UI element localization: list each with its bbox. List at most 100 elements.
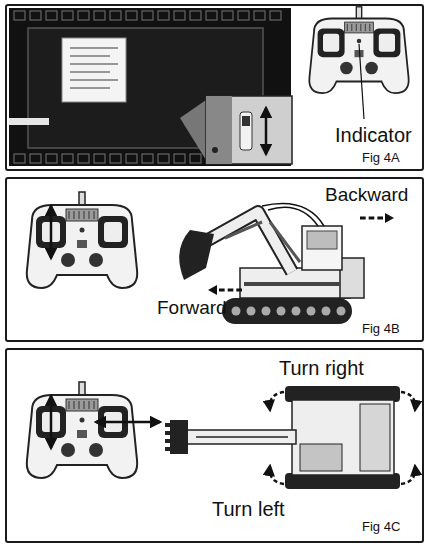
turn-arrow <box>401 466 415 484</box>
track-link <box>158 154 169 163</box>
counterweight <box>360 404 390 471</box>
road-wheel <box>232 307 241 316</box>
remote-controller <box>27 382 137 478</box>
road-wheel <box>322 307 331 316</box>
grille <box>345 22 374 33</box>
stick-housing <box>373 28 400 57</box>
indicator-led <box>80 228 85 233</box>
excavator-top-view <box>165 386 400 489</box>
track-link <box>94 11 105 20</box>
dash-mark <box>219 289 225 292</box>
bucket-tooth <box>165 423 171 427</box>
track-link <box>238 11 249 20</box>
track-link <box>222 11 233 20</box>
track-link <box>254 11 265 20</box>
controller-body <box>27 205 137 288</box>
stick-lever <box>323 34 339 52</box>
indicator-led <box>357 39 362 44</box>
battery-label-line <box>70 47 118 49</box>
turn-arrow <box>270 392 284 410</box>
grille <box>66 209 98 221</box>
track-link <box>158 11 169 20</box>
controller-body <box>27 395 137 478</box>
grille-slot <box>74 211 75 219</box>
boom <box>208 212 292 272</box>
antenna <box>79 382 85 396</box>
button <box>61 253 75 267</box>
stick-housing <box>318 28 345 57</box>
road-wheel <box>277 307 286 316</box>
dash-mark <box>360 217 366 220</box>
track-link <box>190 154 201 163</box>
track-link <box>174 154 185 163</box>
road-wheel <box>292 307 301 316</box>
double-arrow <box>50 206 53 258</box>
battery-label-line <box>70 79 118 81</box>
hose <box>268 207 318 226</box>
remote-controller <box>27 192 137 288</box>
track-link <box>142 11 153 20</box>
figure-panel: IndicatorFig 4A <box>5 4 424 171</box>
track-link <box>46 11 57 20</box>
dash-mark <box>377 217 383 220</box>
chassis-bottom-view <box>9 8 292 166</box>
stick-housing <box>98 216 128 248</box>
track-link <box>14 11 25 20</box>
dash-mark <box>228 289 234 292</box>
grille-slot <box>360 24 361 31</box>
stick-lever <box>379 34 395 52</box>
figure-number: Fig 4C <box>362 520 400 535</box>
direction-label: Forward <box>157 297 227 319</box>
track-link <box>174 11 185 20</box>
screw <box>212 147 218 153</box>
grille-slot <box>347 24 348 31</box>
double-arrow <box>96 421 160 424</box>
cable <box>9 118 49 125</box>
grille-slot <box>79 401 80 409</box>
grille-slot <box>356 24 357 31</box>
track-link <box>126 11 137 20</box>
hydraulic-cylinder <box>196 436 288 438</box>
double-arrow <box>50 396 53 448</box>
zoom-wedge <box>180 100 206 160</box>
grille-slot <box>94 211 95 219</box>
grille <box>66 399 98 411</box>
track-link <box>270 11 281 20</box>
chassis <box>9 8 291 166</box>
bucket-tooth <box>165 431 171 435</box>
road-wheel <box>247 307 256 316</box>
figure-panel: BackwardForwardFig 4B <box>5 177 424 342</box>
road-wheel <box>262 307 271 316</box>
button <box>365 62 378 75</box>
grille-slot <box>69 401 70 409</box>
switch <box>77 240 87 248</box>
track-link <box>94 154 105 163</box>
bucket-tooth <box>165 439 171 443</box>
track-link <box>206 11 217 20</box>
grille-slot <box>89 401 90 409</box>
figure-number: Fig 4A <box>362 151 400 166</box>
track-link <box>78 154 89 163</box>
hose <box>262 204 324 227</box>
grille-slot <box>84 211 85 219</box>
road-wheel <box>307 307 316 316</box>
hydraulic-cylinder <box>225 222 262 238</box>
track-link <box>126 154 137 163</box>
button <box>61 443 75 457</box>
direction-label: Turn right <box>279 357 364 380</box>
boom-outline <box>208 212 292 272</box>
bucket <box>170 420 188 454</box>
switch-inset <box>206 96 292 164</box>
grille-slot <box>79 211 80 219</box>
track-link <box>62 11 73 20</box>
switch-knob <box>242 116 250 126</box>
track-link <box>62 154 73 163</box>
direction-label: Backward <box>325 184 408 206</box>
button <box>340 62 353 75</box>
grille-slot <box>94 401 95 409</box>
stripe <box>244 282 340 286</box>
grille-slot <box>74 401 75 409</box>
double-arrow <box>265 108 268 154</box>
